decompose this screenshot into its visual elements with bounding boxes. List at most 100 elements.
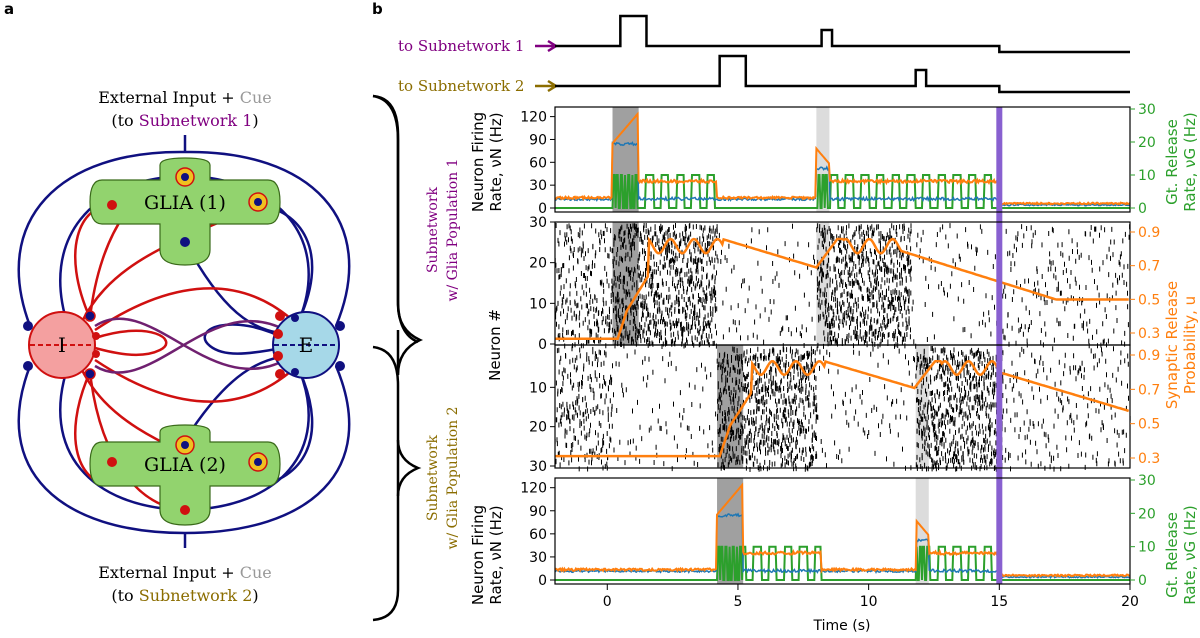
raster1-right-ticklabel-0.7: 0.7 [1138,259,1160,275]
u-curve-2 [555,359,1130,458]
raster-1-spikes [554,223,1131,349]
glia-1-label: GLIA (1) [144,192,226,214]
raster1-left-ticklabel-30: 30 [529,215,547,231]
pulse-trace-1 [555,14,1130,54]
rate1-left-ticklabel-120: 120 [520,110,547,126]
rate2-left-title-line2: Rate, νN (Hz) [487,505,505,604]
u-axis-title-line1: Synaptic Release [1163,281,1181,409]
rate1-left-ticklabel-30: 30 [529,178,547,194]
glia-synapses [107,167,268,515]
raster1-left-ticklabel-10: 10 [529,296,547,312]
rate1-right-ticklabel-20: 20 [1138,135,1156,151]
input-pulse-traces [555,14,1130,94]
glia-2-shape [89,424,281,526]
bottom-input-line1: External Input + Cue [98,563,272,582]
panel-a-label: a [4,0,14,18]
rate1-left-ticklabel-60: 60 [529,155,547,171]
rate2-right-ticklabel-10: 10 [1138,540,1156,556]
rate1-right-ticklabel-30: 30 [1138,102,1156,118]
rate-1-glia-rate [555,174,1130,209]
raster2-right-ticklabel-0.5: 0.5 [1138,417,1160,433]
raster-2-spikes [554,346,1131,472]
raster1-left-ticklabel-0: 0 [538,337,547,353]
rate1-left-ticklabel-90: 90 [529,132,547,148]
raster-1 [554,223,1131,349]
u-curve-1 [555,236,1129,340]
rate-2-u-rate [554,482,1131,578]
raster2-cue-1 [915,345,929,468]
rate2-right-ticklabel-20: 20 [1138,506,1156,522]
top-input-line2: (to Subnetwork 1) [111,111,258,130]
rate1-right-title-line2: Rate, νG (Hz) [1181,112,1199,212]
rate1-frame [554,106,1131,213]
rate1-right-ticklabel-10: 10 [1138,168,1156,184]
panel-b: b to Subnetwork 1 to Subnetwork 2 Subnet… [372,0,1199,634]
excitatory-label: E [299,333,314,357]
raster1-right-ticklabel-0.9: 0.9 [1138,225,1160,241]
input-1-arrow-icon [535,39,559,53]
rate-1-u-rate [554,111,1131,206]
excitatory-neuron: E [272,311,340,379]
panel-a: a External Input + Cue (to Subnetwork 1)… [4,0,351,605]
rate2-right-title-line2: Rate, νG (Hz) [1181,505,1199,605]
input-2-arrow-icon [535,79,559,93]
rate2-frame [554,477,1131,585]
rate1-right-ticklabel-0: 0 [1138,201,1147,217]
rate1-left-title-line1: Neuron Firing [469,112,487,212]
glia-2-label: GLIA (2) [144,454,226,476]
raster1-right-ticklabel-0.3: 0.3 [1138,326,1160,342]
subnet-2-brace-tip [396,439,422,497]
subnet-1-brace-upper [372,94,419,344]
raster-2 [554,346,1131,472]
bottom-input-line2: (to Subnetwork 2) [111,586,258,605]
x-ticklabel-20: 20 [1121,594,1139,610]
rate2-left-ticklabel-60: 60 [529,527,547,543]
subnet-2-label-line1: Subnetwork [425,434,441,521]
glia-1-shape [89,157,281,266]
subnet-1-label-line2: w/ Glia Population 1 [445,158,461,301]
panel-b-label: b [372,0,383,18]
u-axis-title-line2: Probability, u [1181,296,1199,394]
pulse-trace-2 [555,54,1130,94]
rate2-right-ticklabel-0: 0 [1138,573,1147,589]
rate2-left-ticklabel-120: 120 [520,481,547,497]
subnet-2-label-line2: w/ Glia Population 2 [445,406,461,549]
rate2-right-ticklabel-30: 30 [1138,473,1156,489]
raster2-right-ticklabel-0.3: 0.3 [1138,451,1160,467]
subnet-2-brace [372,345,400,622]
rate-1-neuron-rate [554,141,1131,207]
raster2-left-ticklabel-20: 20 [529,420,547,436]
rate2-left-title-line1: Neuron Firing [469,505,487,605]
input-2-label: to Subnetwork 2 [398,77,524,95]
rate1-right-title-line1: Gt. Release [1163,119,1181,205]
raster2-right-ticklabel-0.7: 0.7 [1138,382,1160,398]
input-1-label: to Subnetwork 1 [398,37,524,55]
rate-2-glia-rate [555,545,1130,581]
rate1-left-title-line2: Rate, νN (Hz) [487,112,505,211]
rate2-left-ticklabel-90: 90 [529,504,547,520]
neuron-synapses [23,310,345,380]
rate2-left-ticklabel-0: 0 [538,573,547,589]
rate2-right-title-line1: Gt. Release [1163,512,1181,598]
x-ticklabel-15: 15 [990,594,1008,610]
top-input-line1: External Input + Cue [98,88,272,107]
raster1-right-ticklabel-0.5: 0.5 [1138,292,1160,308]
time-axis-title: Time (s) [813,618,871,634]
raster2-left-ticklabel-10: 10 [529,380,547,396]
raster2-frame [554,344,1131,469]
x-ticklabel-10: 10 [860,594,878,610]
x-ticklabel-0: 0 [603,594,612,610]
subnet-1-brace [372,94,424,376]
raster2-right-ticklabel-0.9: 0.9 [1138,348,1160,364]
rate1-left-ticklabel-0: 0 [538,201,547,217]
panel-b-plots: 0306090120010203001020300.30.50.70.91020… [520,102,1160,610]
raster2-left-ticklabel-30: 30 [529,459,547,475]
crossing-paths [94,317,286,374]
inhibitory-neuron: I [28,311,96,379]
x-ticklabel-5: 5 [733,594,742,610]
rate2-left-ticklabel-30: 30 [529,550,547,566]
raster1-left-ticklabel-20: 20 [529,256,547,272]
neuron-axis-title: Neuron # [486,309,504,381]
